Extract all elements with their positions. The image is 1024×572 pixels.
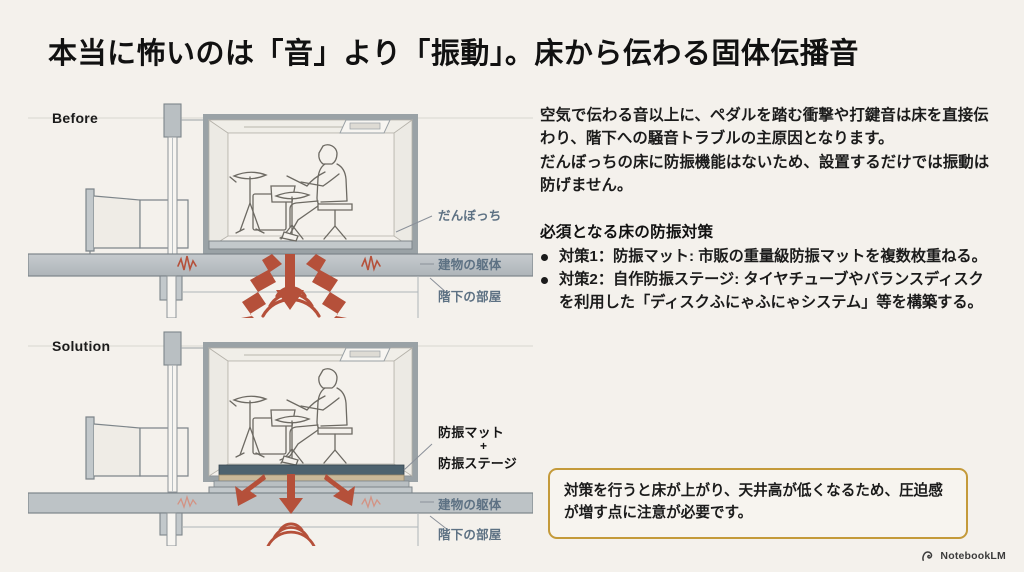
before-diagram-svg	[27, 103, 534, 334]
sound-wave-icon	[266, 522, 316, 548]
drum-kit-illustration	[229, 395, 311, 466]
section-heading: 必須となる床の防振対策	[540, 223, 714, 241]
drum-kit-illustration	[229, 171, 311, 242]
shock-squiggle-icon	[177, 494, 381, 510]
body-text-column: 空気で伝わる音以上に、ペダルを踏む衝撃や打鍵音は床を直接伝わり、階下への騒音トラ…	[540, 104, 992, 316]
notebooklm-logo-icon	[922, 550, 933, 561]
figure-solution: Solution	[27, 324, 534, 548]
figure-solution-label: Solution	[52, 338, 111, 354]
callout-building-frame: 建物の躯体	[438, 258, 502, 272]
callout-building-frame: 建物の躯体	[438, 498, 502, 512]
caution-note-box: 対策を行うと床が上がり、天井高が低くなるため、圧迫感が増す点に注意が必要です。	[548, 468, 968, 539]
callout-plus-sign: +	[480, 439, 488, 453]
callout-antivibration-stage: 防振ステージ	[438, 456, 517, 471]
measures-list: 対策1：防振マット: 市販の重量級防振マットを複数枚重ねる。 対策2：自作防振ス…	[540, 246, 992, 315]
vibration-arrows	[235, 474, 355, 514]
measure-text: 対策1：防振マット: 市販の重量級防振マットを複数枚重ねる。	[559, 247, 987, 265]
callout-antivibration-mat: 防振マット	[438, 425, 505, 440]
booth-dambocchi	[203, 342, 418, 482]
callout-lower-room: 階下の部屋	[438, 528, 502, 542]
leader-lines	[403, 443, 449, 531]
list-item: 対策1：防振マット: 市販の重量級防振マットを複数枚重ねる。	[540, 246, 992, 269]
list-item: 対策2：自作防振ステージ: タイヤチューブやバランスディスクを利用した「ディスク…	[540, 269, 992, 315]
figure-before-label: Before	[52, 110, 99, 126]
callout-dambocchi: だんぼっち	[438, 209, 502, 223]
measure-text: 対策2：自作防振ステージ: タイヤチューブやバランスディスクを利用した「ディスク…	[559, 271, 984, 312]
brand-name: NotebookLM	[940, 550, 1006, 562]
illustration-column: Before	[27, 96, 534, 551]
building-slab	[27, 492, 534, 547]
shock-squiggle-icon	[177, 255, 381, 272]
sound-wave-icon	[261, 286, 321, 318]
solution-diagram-svg	[27, 331, 534, 548]
ac-unit-icon	[339, 347, 391, 362]
ac-unit-icon	[339, 119, 391, 134]
page-title: 本当に怖いのは「音」より「振動」。床から伝わる固体伝播音	[48, 38, 859, 70]
caution-note-text: 対策を行うと床が上がり、天井高が低くなるため、圧迫感が増す点に注意が必要です。	[564, 483, 943, 521]
brand-footer: NotebookLM	[922, 550, 1006, 562]
callout-lower-room: 階下の部屋	[438, 290, 502, 304]
paragraph-2: だんぼっちの床に防振機能はないため、設置するだけでは振動は防げません。	[540, 153, 990, 195]
bullet-dot-icon	[541, 277, 548, 285]
antivibration-stage	[213, 464, 410, 488]
figure-before: Before	[27, 96, 534, 334]
bullet-dot-icon	[541, 253, 548, 261]
drummer-illustration	[279, 368, 353, 464]
paragraph-1: 空気で伝わる音以上に、ペダルを踏む衝撃や打鍵音は床を直接伝わり、階下への騒音トラ…	[540, 107, 989, 148]
leader-lines	[395, 215, 449, 295]
